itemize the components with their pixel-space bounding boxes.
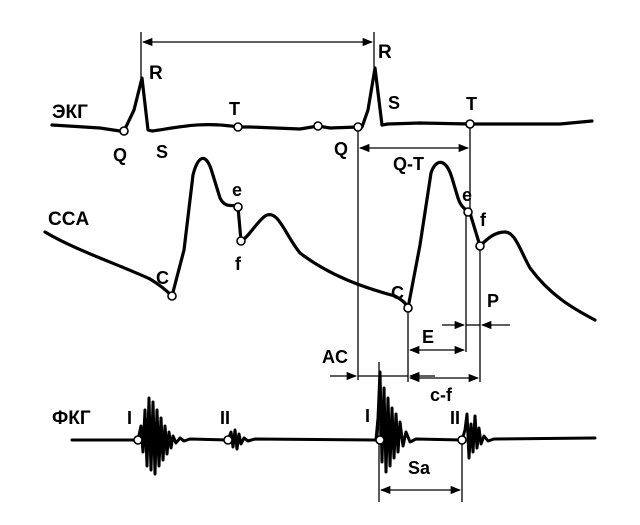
cca-c1-label: C — [156, 268, 169, 288]
cca-f2-point — [475, 241, 485, 251]
cca-e2-point — [463, 207, 473, 217]
cca-f1-point — [236, 236, 246, 246]
ecg-t1-point — [233, 122, 243, 132]
ecg-label: ЭКГ — [52, 102, 88, 123]
cca-label: CCA — [48, 209, 89, 230]
ecg-q1-point — [119, 126, 129, 136]
e-label: E — [422, 327, 434, 347]
ecg-r1-label: R — [149, 63, 163, 84]
pcg-ii1-point — [223, 435, 233, 445]
pcg-label: ФКГ — [52, 408, 91, 429]
ecg-q2-label: Q — [334, 139, 348, 159]
cf-label: c-f — [430, 385, 453, 405]
cca-c1-point — [167, 291, 177, 301]
cca-c2-point — [403, 303, 413, 313]
ecg-t1-label: T — [229, 99, 240, 119]
pcg-ii2-point — [457, 435, 467, 445]
pcg-trace — [70, 370, 597, 476]
pcg-i2-point — [375, 435, 385, 445]
cca-e1-label: e — [232, 180, 242, 200]
ecg-q1-label: Q — [113, 145, 127, 165]
ecg-t2-point — [465, 119, 475, 129]
ecg-r2-label: R — [378, 42, 392, 63]
cca-f1-label: f — [235, 254, 242, 274]
pcg-i1-point — [133, 435, 143, 445]
cca-c2-label: C — [391, 283, 404, 303]
ac-label: AC — [322, 347, 348, 367]
pcg-i2-label: I — [365, 406, 370, 426]
ecg-t2-label: T — [466, 94, 477, 114]
ecg-s1-label: S — [156, 142, 168, 162]
cca-e1-point — [233, 202, 243, 212]
ecg-trace — [50, 66, 594, 133]
cca-e2-label: e — [462, 185, 472, 205]
ecg-s2-label: S — [388, 93, 400, 113]
cca-trace — [43, 156, 597, 322]
sa-label: Sa — [408, 458, 431, 478]
cca-f2-label: f — [480, 210, 487, 230]
ecg-q2-point — [353, 122, 363, 132]
pcg-ii2-label: II — [450, 408, 460, 428]
pcg-i1-label: I — [127, 408, 132, 428]
p-label: P — [487, 291, 499, 311]
qt-label: Q-T — [393, 154, 424, 174]
pcg-ii1-label: II — [220, 408, 230, 428]
ecg-u-point — [313, 121, 323, 131]
